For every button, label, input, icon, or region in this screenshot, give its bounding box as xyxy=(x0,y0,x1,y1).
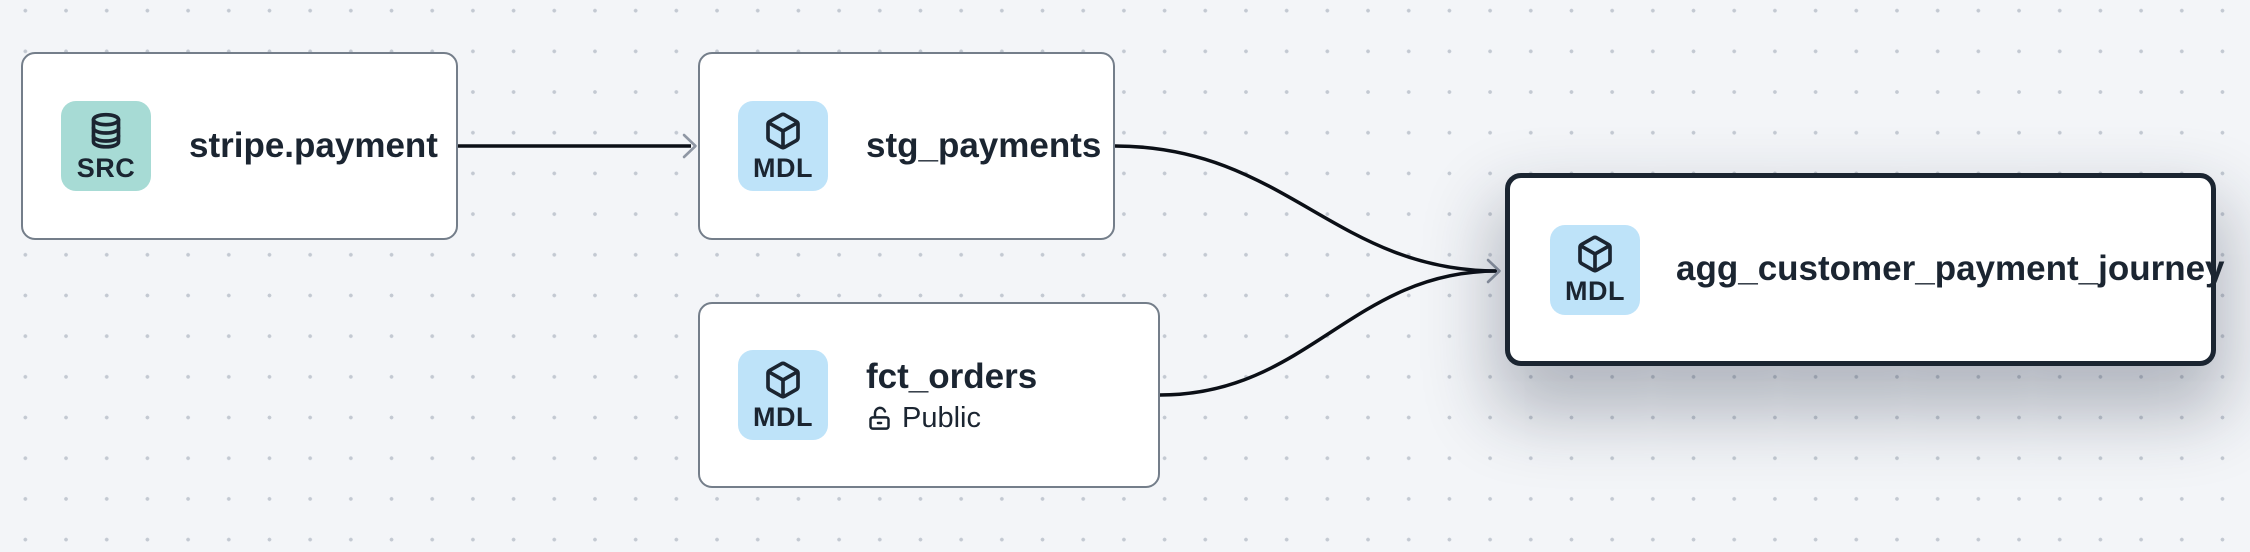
node-stg-payments[interactable]: MDL stg_payments xyxy=(698,52,1115,240)
node-label: fct_orders xyxy=(866,356,1038,396)
edge-fct-orders-to-agg-customer-payment-journey[interactable] xyxy=(1159,269,1498,397)
node-label: stripe.payment xyxy=(189,125,438,165)
model-type-badge: MDL xyxy=(1550,224,1640,315)
database-icon xyxy=(91,112,121,149)
access-label: Public xyxy=(902,402,981,435)
node-text: stripe.payment xyxy=(189,126,438,166)
node-text: agg_customer_payment_journey xyxy=(1676,249,2225,289)
cube-icon xyxy=(766,361,800,398)
arrowhead-icon xyxy=(682,133,697,159)
node-agg-customer-payment-journey[interactable]: MDL agg_customer_payment_journey xyxy=(1505,173,2225,366)
model-type-badge: MDL xyxy=(738,350,828,440)
access-row: Public xyxy=(866,404,1037,433)
badge-label: MDL xyxy=(753,152,813,183)
cube-icon xyxy=(766,112,800,150)
node-text: fct_orders Public xyxy=(866,357,1037,433)
cube-icon xyxy=(1578,235,1612,273)
node-stripe-payment[interactable]: SRC stripe.payment xyxy=(21,52,458,240)
badge-label: MDL xyxy=(1565,276,1625,306)
arrowhead-icon xyxy=(1486,258,1501,284)
node-label: stg_payments xyxy=(866,125,1102,165)
unlock-icon xyxy=(869,406,890,430)
badge-label: SRC xyxy=(76,152,136,183)
source-type-badge: SRC xyxy=(61,101,151,191)
badge-label: MDL xyxy=(753,401,813,432)
node-text: stg_payments xyxy=(866,126,1101,166)
node-fct-orders[interactable]: MDL fct_orders Public xyxy=(698,302,1160,488)
edge-stg-payments-to-agg-customer-payment-journey[interactable] xyxy=(1114,144,1498,273)
model-type-badge: MDL xyxy=(738,101,828,191)
node-label: agg_customer_payment_journey xyxy=(1676,249,2225,289)
